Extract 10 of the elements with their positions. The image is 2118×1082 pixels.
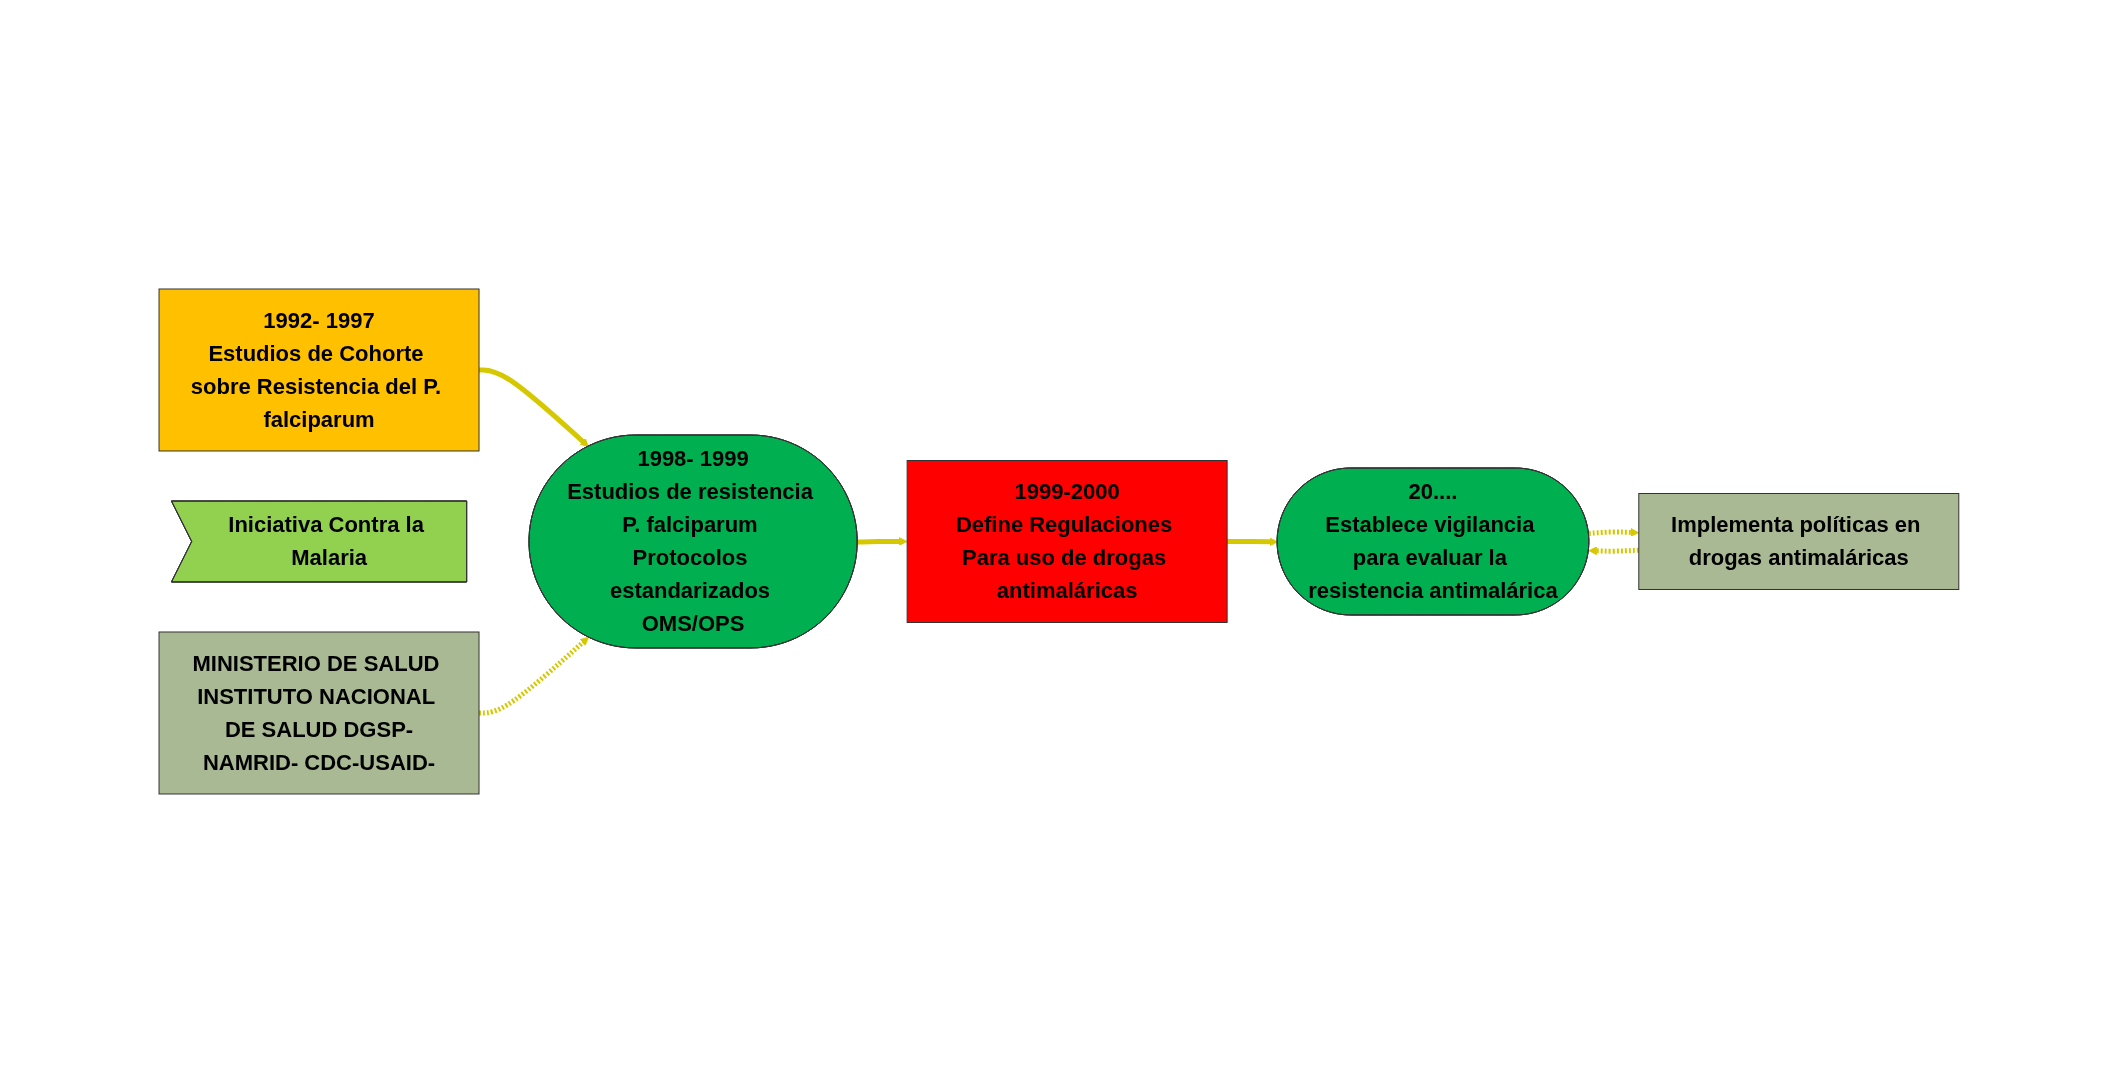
- arrow: [1588, 546, 1640, 555]
- node-box: Implementa políticas en drogas antimaláricas: [1638, 492, 1960, 590]
- node-box: 1992- 1997 Estudios de Cohorte sobre Resistencia del P. falciparum: [158, 288, 480, 451]
- arrow: [1227, 536, 1279, 546]
- arrow: [857, 536, 908, 546]
- arrow: [479, 367, 589, 447]
- arrow: [479, 636, 589, 715]
- node-box: MINISTERIO DE SALUD INSTITUTO NACIONAL DE SALUD DGSP-NAMRID- CDC-USAID-: [158, 631, 480, 794]
- node-box: 1999-2000 Define Regulaciones Para uso de drogas antimaláricas: [906, 459, 1228, 623]
- arrow: [1588, 527, 1640, 537]
